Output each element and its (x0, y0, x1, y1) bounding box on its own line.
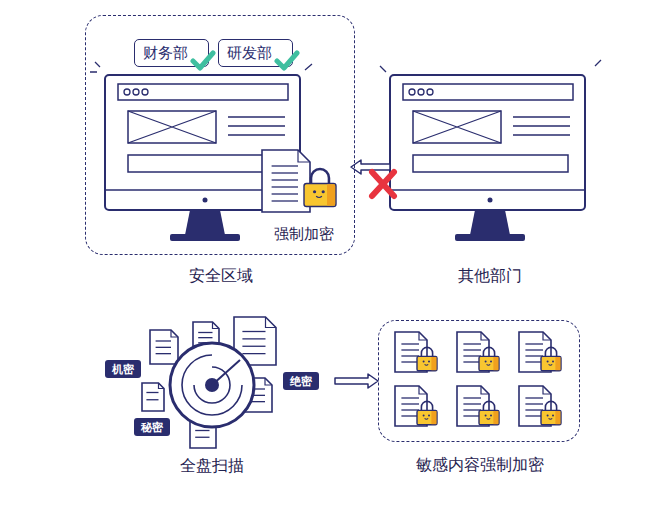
dept-tag: 财务部 (134, 39, 209, 67)
flow-arrow (351, 160, 390, 174)
encrypted-file: 强制加密 (256, 146, 351, 244)
red-cross (372, 172, 394, 196)
node-label: 机密 (112, 362, 134, 377)
node-label: 研发部 (227, 44, 272, 63)
region-label: 全盘扫描 (145, 456, 279, 477)
outside-monitor: 其他部门 (390, 75, 590, 240)
region-label: 其他部门 (390, 266, 590, 287)
secret-badge: 绝密 (283, 372, 319, 390)
check-mark (274, 50, 300, 72)
dept-tag: 研发部 (218, 39, 293, 67)
region-label: 安全区域 (86, 266, 356, 287)
node-label: 财务部 (143, 44, 188, 63)
check-mark (190, 50, 216, 72)
region-label: 敏感内容强制加密 (379, 455, 581, 476)
secret-badge: 机密 (105, 360, 141, 378)
node-label: 强制加密 (256, 225, 351, 244)
flow-arrow (335, 374, 378, 388)
secret-badge: 秘密 (134, 418, 170, 436)
node-label: 秘密 (141, 420, 163, 435)
encrypted-set: 敏感内容强制加密 (378, 320, 580, 442)
node-label: 绝密 (290, 374, 312, 389)
secure-zone: 安全区域财务部研发部强制加密 (85, 15, 355, 255)
